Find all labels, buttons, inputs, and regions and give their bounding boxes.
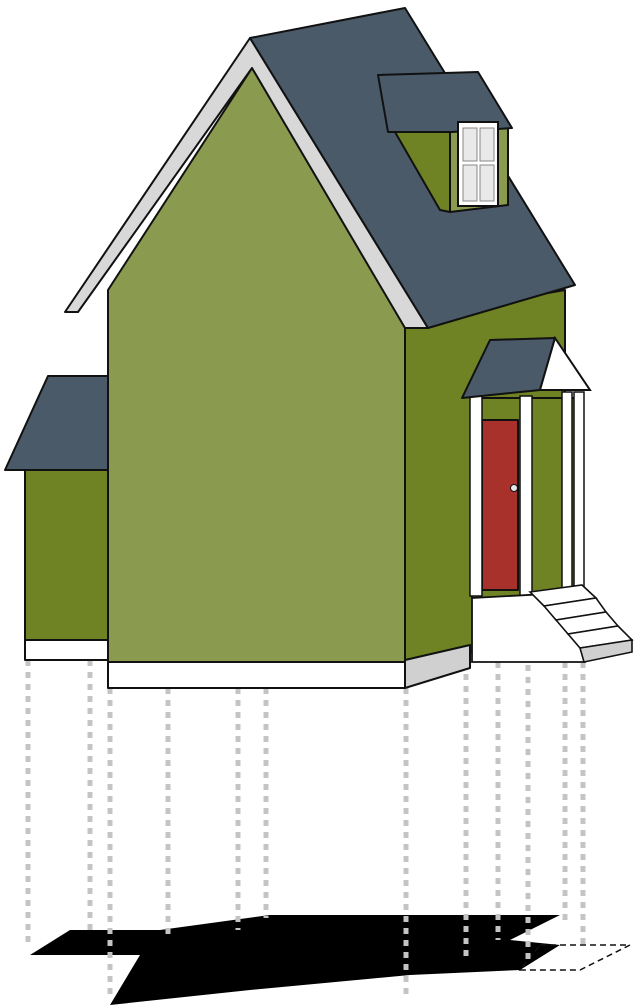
annex-wall: [25, 468, 110, 640]
annex-roof: [5, 376, 110, 470]
porch-column: [562, 392, 572, 592]
dormer-window: [458, 122, 498, 206]
footprint-shadow: [30, 915, 630, 1005]
porch: [462, 338, 632, 662]
main-front-foundation: [108, 662, 405, 688]
porch-column: [470, 396, 482, 596]
annex-foundation: [25, 640, 110, 660]
porch-column: [520, 396, 532, 596]
side-annex: [5, 376, 110, 660]
front-door: [482, 420, 518, 590]
porch-column: [574, 392, 584, 592]
door-knob: [511, 485, 518, 492]
